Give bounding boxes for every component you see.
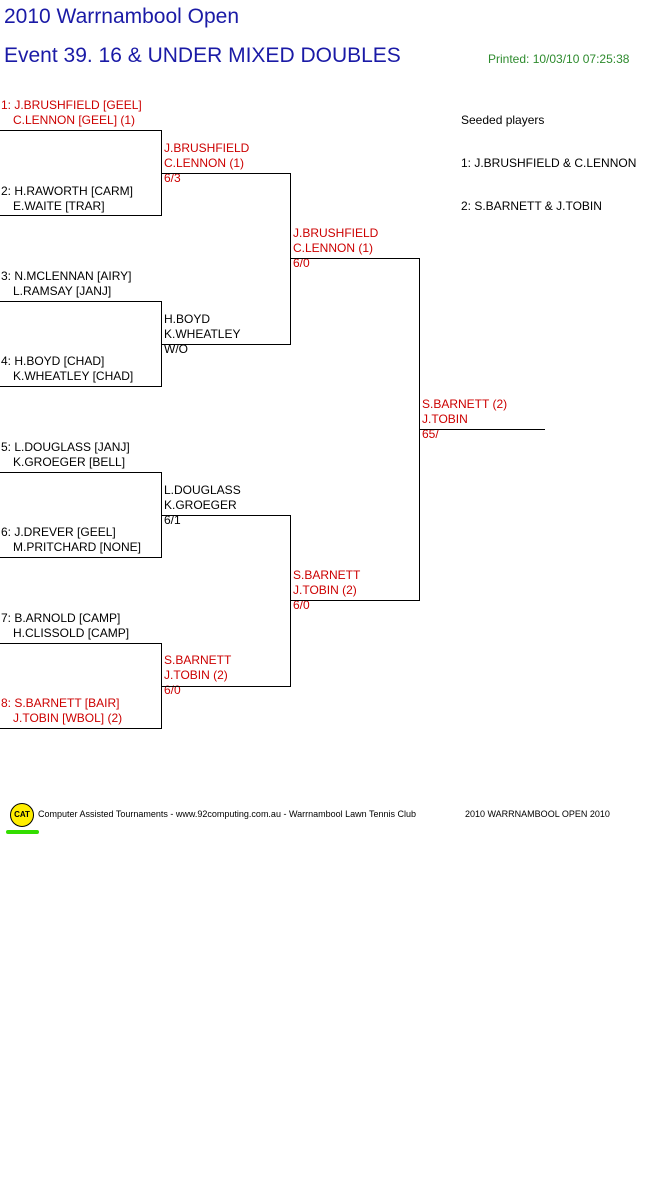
draw-entry-6: 6: J.DREVER [GEEL] — [1, 525, 116, 539]
round3-match-1-partner: C.LENNON (1) — [293, 241, 374, 255]
round2-match-1-partner: C.LENNON (1) — [164, 156, 245, 170]
footer-credit: Computer Assisted Tournaments - www.92co… — [38, 809, 417, 819]
round2-match-2-player: H.BOYD — [164, 312, 211, 326]
bracket-line — [161, 173, 291, 174]
round2-match-3-partner: K.GROEGER — [164, 498, 237, 512]
bracket-line — [0, 215, 162, 216]
draw-entry-7: 7: B.ARNOLD [CAMP] — [1, 611, 121, 625]
final-score: 65/ — [422, 427, 439, 441]
cat-logo: CAT — [10, 803, 34, 827]
round2-match-1-player: J.BRUSHFIELD — [164, 141, 250, 155]
draw-entry-8-partner: J.TOBIN [WBOL] (2) — [13, 711, 123, 725]
bracket-line — [0, 301, 162, 302]
round2-match-2-partner: K.WHEATLEY — [164, 327, 241, 341]
bracket-line — [290, 258, 420, 259]
round3-match-2-partner: J.TOBIN (2) — [293, 583, 357, 597]
draw-entry-4-partner: K.WHEATLEY [CHAD] — [13, 369, 134, 383]
draw-entry-5: 5: L.DOUGLASS [JANJ] — [1, 440, 130, 454]
bracket-connector — [290, 173, 291, 345]
draw-entry-3: 3: N.MCLENNAN [AIRY] — [1, 269, 132, 283]
seeded-item-2: 2: S.BARNETT & J.TOBIN — [461, 199, 602, 213]
draw-entry-1: 1: J.BRUSHFIELD [GEEL] — [1, 98, 142, 112]
bracket-line — [161, 515, 291, 516]
bracket-connector — [290, 515, 291, 687]
draw-entry-5-partner: K.GROEGER [BELL] — [13, 455, 126, 469]
round2-match-1-score: 6/3 — [164, 171, 181, 185]
round2-match-4-player: S.BARNETT — [164, 653, 232, 667]
round3-match-2-player: S.BARNETT — [293, 568, 361, 582]
seeded-heading: Seeded players — [461, 113, 545, 127]
draw-entry-7-partner: H.CLISSOLD [CAMP] — [13, 626, 130, 640]
bracket-line — [0, 728, 162, 729]
round2-match-3-score: 6/1 — [164, 513, 181, 527]
final-partner: J.TOBIN — [422, 412, 468, 426]
printed-timestamp: Printed: 10/03/10 07:25:38 — [488, 52, 630, 66]
bracket-line — [290, 600, 420, 601]
round2-match-4-partner: J.TOBIN (2) — [164, 668, 228, 682]
round2-match-2-score: W/O — [164, 342, 188, 356]
bracket-line — [0, 472, 162, 473]
draw-entry-4: 4: H.BOYD [CHAD] — [1, 354, 105, 368]
bracket-line — [0, 130, 162, 131]
bracket-line — [161, 686, 291, 687]
draw-entry-3-partner: L.RAMSAY [JANJ] — [13, 284, 112, 298]
draw-entry-2-partner: E.WAITE [TRAR] — [13, 199, 105, 213]
bracket-line — [0, 386, 162, 387]
event-title: Event 39. 16 & UNDER MIXED DOUBLES — [4, 44, 401, 67]
bracket-line — [0, 557, 162, 558]
bracket-line — [0, 643, 162, 644]
round3-match-1-player: J.BRUSHFIELD — [293, 226, 379, 240]
footer-event: 2010 WARRNAMBOOL OPEN 2010 — [465, 809, 610, 819]
tournament-title: 2010 Warrnambool Open — [4, 5, 240, 28]
logo-underline — [6, 830, 39, 834]
seeded-item-1: 1: J.BRUSHFIELD & C.LENNON — [461, 156, 637, 170]
bracket-line — [419, 429, 545, 430]
draw-entry-8: 8: S.BARNETT [BAIR] — [1, 696, 120, 710]
round2-match-3-player: L.DOUGLASS — [164, 483, 241, 497]
bracket-line — [161, 344, 291, 345]
draw-entry-2: 2: H.RAWORTH [CARM] — [1, 184, 134, 198]
round3-match-2-score: 6/0 — [293, 598, 310, 612]
draw-entry-6-partner: M.PRITCHARD [NONE] — [13, 540, 142, 554]
draw-entry-1-partner: C.LENNON [GEEL] (1) — [13, 113, 136, 127]
final-player: S.BARNETT (2) — [422, 397, 508, 411]
round3-match-1-score: 6/0 — [293, 256, 310, 270]
